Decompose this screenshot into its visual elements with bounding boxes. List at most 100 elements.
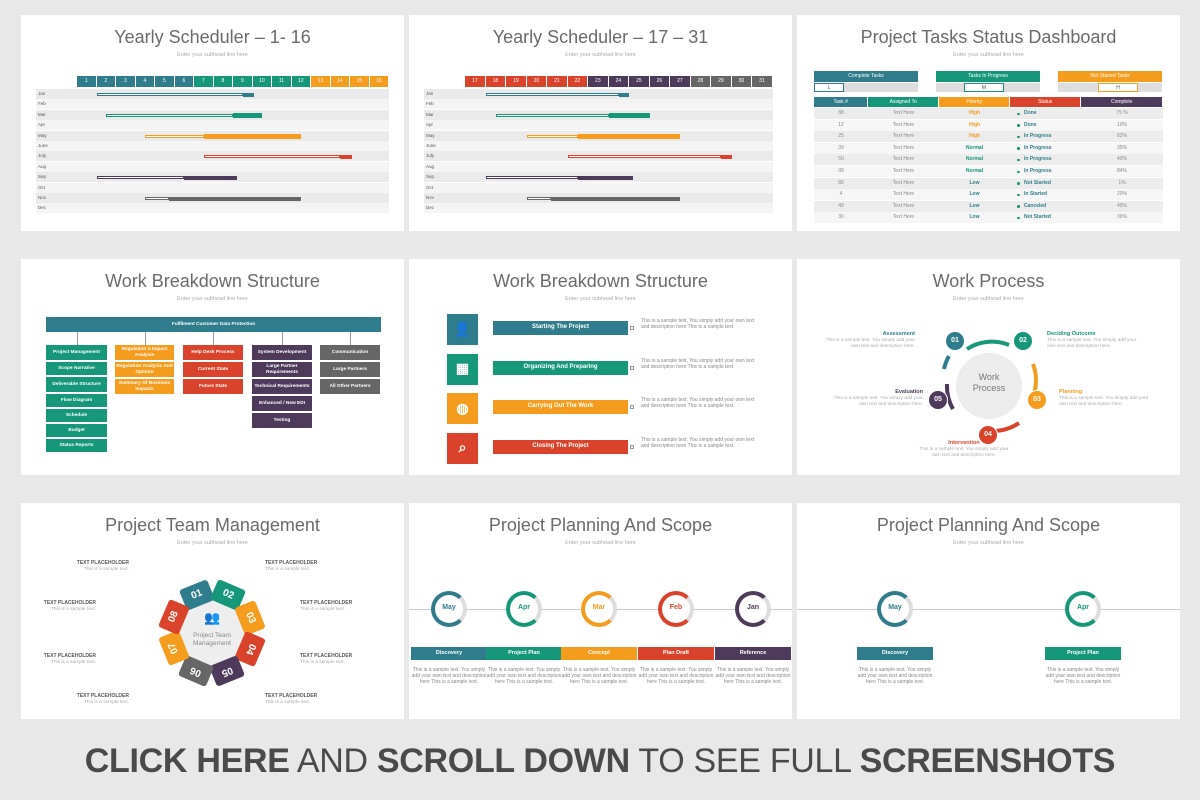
status-dot bbox=[1017, 124, 1020, 127]
table-cell: High bbox=[968, 121, 981, 128]
table-cell: High bbox=[968, 133, 981, 140]
placeholder-sub: This is a sample text. bbox=[265, 567, 311, 572]
slide-yearly-scheduler-2[interactable]: Yearly Scheduler – 17 – 31 Enter your su… bbox=[409, 15, 792, 231]
slide-wbs-1[interactable]: Work Breakdown Structure Enter your subh… bbox=[21, 259, 404, 475]
table-cell: 20% bbox=[1116, 191, 1127, 198]
task-bar-outline bbox=[203, 155, 341, 159]
slide-title: Project Planning And Scope bbox=[488, 515, 713, 535]
table-row bbox=[814, 200, 1163, 212]
slide-task-dashboard[interactable]: Project Tasks Status Dashboard Enter you… bbox=[797, 15, 1180, 231]
phase-label: Discovery bbox=[411, 647, 487, 660]
step-desc: This is a sample text. You simply add yo… bbox=[641, 357, 755, 370]
month-row: Apr bbox=[36, 120, 389, 131]
slide-title: Project Team Management bbox=[105, 515, 320, 535]
cta-click-here[interactable]: CLICK HERE bbox=[84, 742, 290, 780]
wbs-box: Communication bbox=[320, 345, 380, 360]
day-header: 1 bbox=[77, 76, 96, 87]
step-label: Closing The Project bbox=[493, 439, 628, 454]
day-header: 30 bbox=[731, 76, 752, 87]
day-header: 12 bbox=[291, 76, 311, 87]
wbs-box: Technical Requirements bbox=[252, 379, 312, 394]
wbs-box: Large Partners bbox=[320, 362, 380, 377]
task-bar-fill bbox=[203, 134, 302, 139]
search-icon: ⌕ bbox=[447, 432, 478, 464]
status-dot bbox=[1017, 182, 1020, 185]
table-row bbox=[814, 212, 1163, 224]
month-row: June bbox=[36, 141, 389, 151]
wbs-box: Current State bbox=[183, 362, 243, 377]
phase-label: Project Plan bbox=[1045, 647, 1121, 660]
placeholder-title: TEXT PLACEHOLDER bbox=[265, 560, 318, 566]
process-center-label: Work Process bbox=[972, 372, 1006, 393]
slide-title: Project Planning And Scope bbox=[876, 515, 1101, 535]
summary-label: Not Started Tasks bbox=[1058, 71, 1162, 82]
task-bar-outline bbox=[485, 93, 619, 96]
slide-title: Yearly Scheduler – 1- 16 bbox=[114, 27, 311, 47]
summary-track bbox=[814, 83, 918, 92]
slide-yearly-scheduler-1[interactable]: Yearly Scheduler – 1- 16 Enter your subh… bbox=[21, 15, 404, 231]
table-cell: 30% bbox=[1116, 214, 1127, 221]
step-label: Carrying Out The Work bbox=[493, 400, 628, 414]
task-bar-fill bbox=[577, 175, 634, 181]
day-header: 23 bbox=[588, 76, 608, 87]
slide-planning-scope-2[interactable]: Project Planning And Scope Enter your su… bbox=[797, 503, 1180, 719]
status-dot bbox=[1017, 216, 1020, 220]
table-cell: Low bbox=[969, 179, 980, 186]
month-ring bbox=[658, 591, 694, 627]
timeline-line bbox=[797, 609, 1180, 610]
table-cell: 50 bbox=[838, 156, 844, 163]
summary-label: Complete Tasks bbox=[814, 71, 918, 82]
step-desc: This is a sample text. You simply add yo… bbox=[641, 436, 755, 449]
cta-banner[interactable]: CLICK HERE AND SCROLL DOWN TO SEE FULL S… bbox=[84, 742, 1116, 780]
placeholder-sub: This is a sample text. bbox=[83, 567, 129, 572]
table-cell: 40% bbox=[1116, 202, 1127, 209]
task-bar-outline bbox=[106, 113, 233, 117]
slide-wbs-2[interactable]: Work Breakdown Structure Enter your subh… bbox=[409, 259, 792, 475]
wbs-box: System Development bbox=[252, 345, 312, 360]
slide-subhead: Enter your subhead line here bbox=[565, 540, 636, 546]
day-header: 26 bbox=[649, 76, 670, 87]
day-header: 10 bbox=[252, 76, 272, 87]
month-row: Feb bbox=[36, 99, 389, 110]
day-header: 24 bbox=[608, 76, 629, 87]
day-header: 31 bbox=[752, 76, 772, 87]
table-row bbox=[814, 119, 1163, 131]
slide-planning-scope-1[interactable]: Project Planning And Scope Enter your su… bbox=[409, 503, 792, 719]
step-desc: This is a sample text. You simply add yo… bbox=[825, 338, 915, 349]
phase-desc: This is a sample text. You simply add yo… bbox=[411, 667, 487, 685]
month-label: Apr bbox=[1076, 604, 1090, 611]
wbs-box: Future State bbox=[183, 379, 243, 394]
slide-work-process[interactable]: Work Process Enter your subhead line her… bbox=[797, 259, 1180, 475]
day-header: 13 bbox=[311, 76, 330, 87]
step-checkbox bbox=[630, 365, 634, 370]
slide-team-management[interactable]: Project Team Management Enter your subhe… bbox=[21, 503, 404, 719]
month-label: May bbox=[888, 604, 902, 611]
month-row: Dec bbox=[36, 203, 389, 214]
table-header: Assigned To bbox=[868, 97, 939, 107]
table-cell: Low bbox=[969, 202, 980, 209]
table-cell: In Progress bbox=[1024, 168, 1052, 174]
day-header: 3 bbox=[116, 76, 135, 87]
table-cell: Text Here bbox=[892, 133, 915, 140]
step-desc: This is a sample text. You simply add yo… bbox=[641, 318, 755, 330]
day-header: 21 bbox=[547, 76, 567, 87]
month-row: Aug bbox=[36, 161, 389, 172]
table-cell: 1% bbox=[1118, 179, 1126, 186]
task-bar-outline bbox=[485, 176, 578, 180]
table-cell: Normal bbox=[965, 144, 984, 151]
status-dot bbox=[1017, 112, 1020, 115]
task-bar-fill bbox=[233, 113, 263, 118]
day-header: 18 bbox=[485, 76, 506, 87]
globe-icon: ◍ bbox=[447, 393, 478, 424]
wbs-box: Deliverable Structure bbox=[46, 377, 107, 392]
wbs-connector bbox=[350, 332, 351, 345]
placeholder-sub: This is a sample text. bbox=[83, 700, 129, 705]
step-checkbox bbox=[630, 444, 634, 449]
day-header: 17 bbox=[465, 76, 485, 87]
phase-desc: This is a sample text. You simply add yo… bbox=[561, 667, 637, 685]
slide-subhead: Enter your subhead line here bbox=[953, 52, 1024, 58]
table-cell: 88 bbox=[838, 110, 844, 116]
step-checkbox bbox=[630, 405, 634, 409]
status-dot bbox=[1017, 205, 1020, 208]
month-row: Apr bbox=[424, 120, 773, 131]
